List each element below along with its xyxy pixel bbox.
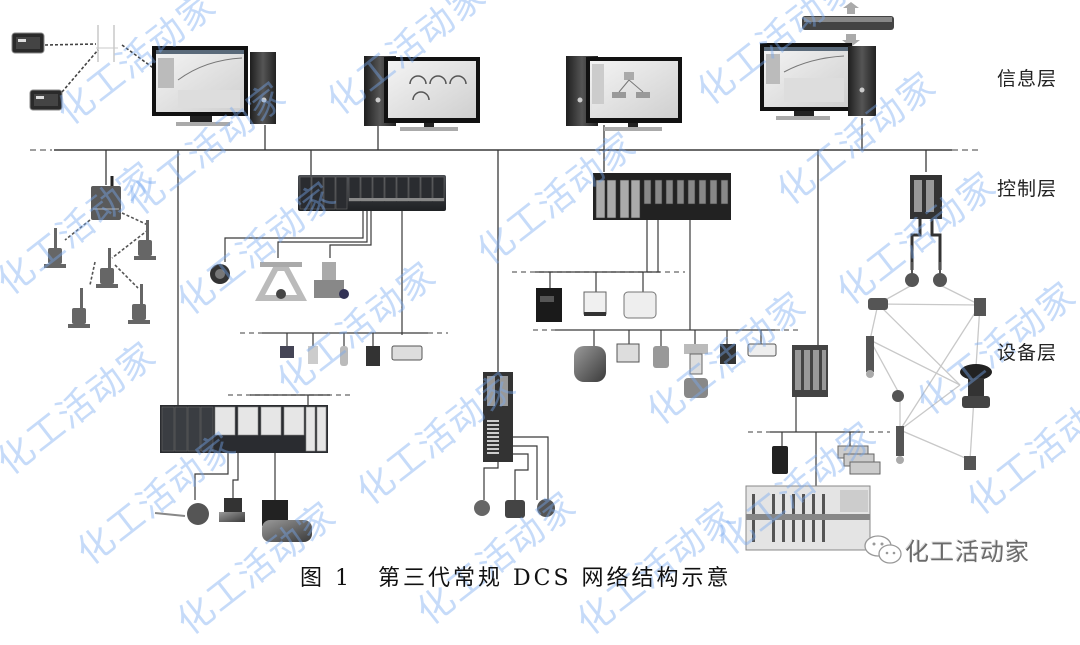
transmitters-bottom-left: [154, 498, 312, 542]
caption-number: 图 1: [300, 566, 352, 591]
fieldbus-segment-3: [533, 329, 800, 398]
brand-name: 化工活动家: [905, 538, 1030, 566]
wireless-controller: [910, 175, 942, 270]
figure-caption: 图 1 第三代常规 DCS 网络结构示意: [300, 560, 732, 592]
wireless-tablet-1: [11, 32, 45, 54]
diagram-canvas: [11, 2, 992, 564]
control-valve: [960, 364, 992, 408]
operator-workstation-2: [364, 56, 480, 131]
flow-meters: [210, 262, 349, 301]
information-bus: [30, 118, 978, 410]
layer-label-device: 设备层: [997, 342, 1058, 364]
wireless-mesh-instruments: [866, 262, 992, 470]
io-cards: [745, 445, 881, 551]
server-workstation: [760, 43, 876, 120]
wireless-tablet-2: [29, 89, 63, 111]
controller-rack-2: [160, 394, 350, 500]
fieldbus-segment-2: [512, 271, 685, 322]
fieldbus-segment-1: [240, 332, 448, 366]
network-switch: [802, 2, 894, 47]
caption-text: 第三代常规 DCS 网络结构示意: [378, 566, 732, 591]
layer-label-control: 控制层: [997, 178, 1058, 200]
layer-label-info: 信息层: [997, 68, 1058, 90]
controller-rack-3: [593, 173, 731, 330]
io-controller: [748, 345, 890, 486]
controller-rack-1: [224, 175, 446, 335]
wireless-transmitters: [44, 212, 156, 328]
wechat-icon: [864, 535, 902, 564]
wireless-links-info: [44, 43, 157, 93]
operator-workstation-3: [566, 56, 682, 131]
wireless-gateway: [91, 176, 121, 220]
wireless-access-point: [96, 25, 118, 62]
operator-workstation-1: [152, 46, 276, 126]
controller-rack-4: [474, 372, 555, 518]
